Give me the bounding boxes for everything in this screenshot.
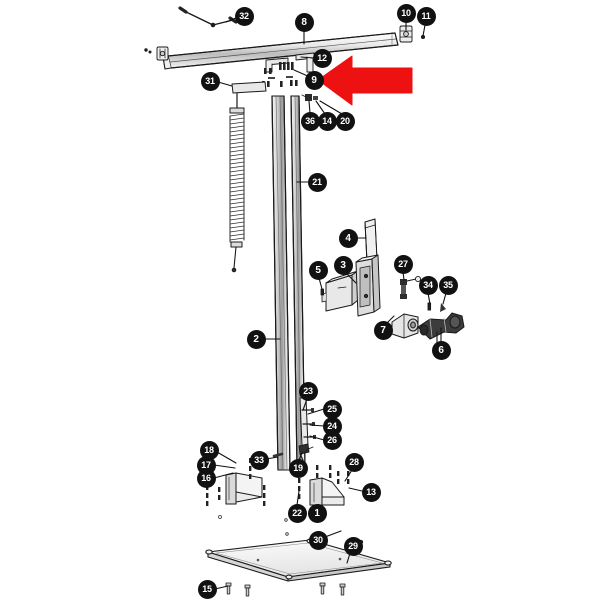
callout-9[interactable]: 9 — [304, 70, 324, 90]
end-cap-right-part — [399, 25, 413, 43]
base-reference-hole — [285, 532, 289, 536]
right-bracket-fasteners — [298, 465, 350, 499]
mast-column-part — [271, 95, 306, 471]
callout-36[interactable]: 36 — [300, 111, 320, 131]
callout-10[interactable]: 10 — [396, 3, 416, 23]
callout-5[interactable]: 5 — [308, 260, 328, 280]
callout-26[interactable]: 26 — [322, 430, 342, 450]
callout-1[interactable]: 1 — [307, 503, 327, 523]
callout-31[interactable]: 31 — [200, 71, 220, 91]
fastener-carriage-part — [320, 288, 324, 296]
callout-32[interactable]: 32 — [234, 6, 254, 26]
callout-12[interactable]: 12 — [312, 48, 332, 68]
callout-20[interactable]: 20 — [335, 111, 355, 131]
callout-11[interactable]: 11 — [416, 6, 436, 26]
callout-33[interactable]: 33 — [249, 450, 269, 470]
gusset-bracket-left-part — [225, 472, 263, 505]
callout-13[interactable]: 13 — [361, 482, 381, 502]
callout-28[interactable]: 28 — [344, 452, 364, 472]
base-plate-part — [205, 538, 392, 582]
guide-rail-bracket-part — [299, 397, 316, 447]
callout-35[interactable]: 35 — [438, 275, 458, 295]
dowel-pin-part — [272, 452, 284, 458]
beam-loose-fastener-left — [144, 48, 152, 54]
reference-hole-right — [284, 518, 288, 522]
callout-21[interactable]: 21 — [307, 172, 327, 192]
callout-23[interactable]: 23 — [298, 381, 318, 401]
upper-cross-beam-part — [162, 32, 399, 70]
shoulder-bolt-part — [400, 275, 422, 299]
beam-end-cap-left — [156, 46, 169, 61]
stop-block-part — [298, 443, 314, 461]
carriage-assembly-part — [321, 254, 381, 317]
callout-8[interactable]: 8 — [294, 12, 314, 32]
callout-2[interactable]: 2 — [246, 329, 266, 349]
gusset-bracket-right-part — [309, 477, 345, 506]
callout-17[interactable]: 17 — [196, 455, 216, 475]
callout-22[interactable]: 22 — [287, 503, 307, 523]
callout-24[interactable]: 24 — [322, 416, 342, 436]
callout-4[interactable]: 4 — [338, 228, 358, 248]
callout-3[interactable]: 3 — [333, 255, 353, 275]
callout-25[interactable]: 25 — [322, 399, 342, 419]
mounting-hardware-kit-part — [262, 52, 315, 87]
linkage-rod-part — [178, 6, 238, 28]
callout-29[interactable]: 29 — [343, 536, 363, 556]
red-arrow-icon — [317, 55, 413, 106]
callout-30[interactable]: 30 — [308, 530, 328, 550]
actuator-motor-part — [417, 312, 465, 346]
anchor-bolt-set-part — [225, 582, 346, 597]
mast-top-hardware — [301, 94, 318, 101]
pivot-block-part — [391, 313, 419, 339]
callout-14[interactable]: 14 — [317, 111, 337, 131]
callout-6[interactable]: 6 — [431, 340, 451, 360]
callout-27[interactable]: 27 — [393, 254, 413, 274]
callout-18[interactable]: 18 — [199, 440, 219, 460]
reference-hole-left — [218, 515, 222, 519]
counterbalance-spring-part — [229, 81, 267, 273]
callout-15[interactable]: 15 — [197, 579, 217, 599]
callout-19[interactable]: 19 — [288, 458, 308, 478]
callout-7[interactable]: 7 — [373, 320, 393, 340]
callout-34[interactable]: 34 — [418, 275, 438, 295]
